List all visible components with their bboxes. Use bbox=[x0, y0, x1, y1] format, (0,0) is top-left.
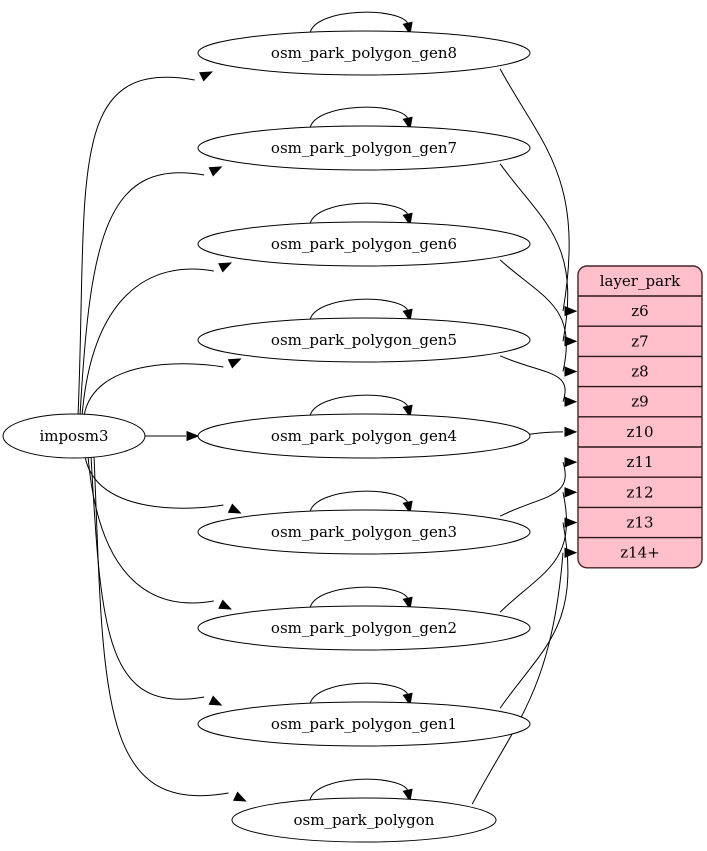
self-loop-edges bbox=[309, 11, 413, 803]
edge-source-to-gen5 bbox=[83, 363, 224, 417]
node-label-gen1: osm_park_polygon_gen1 bbox=[271, 715, 457, 733]
self-loop-base bbox=[309, 778, 409, 801]
edge-base-to-z14+ bbox=[471, 552, 564, 805]
node-label-base: osm_park_polygon bbox=[294, 811, 435, 829]
edge-source-to-gen6 bbox=[81, 268, 214, 417]
edge-arrowhead bbox=[227, 503, 242, 514]
node-gen1[interactable] bbox=[197, 701, 531, 747]
table-row-z14plus[interactable]: z14+ bbox=[620, 544, 660, 562]
self-loop-gen3 bbox=[309, 490, 409, 513]
node-base[interactable] bbox=[231, 797, 497, 843]
node-gen8[interactable] bbox=[197, 30, 531, 76]
edge-source-to-gen3 bbox=[84, 455, 224, 509]
source-node: imposm3 bbox=[2, 413, 146, 459]
edge-arrowhead bbox=[564, 426, 578, 438]
table-outline bbox=[577, 265, 703, 569]
node-gen4[interactable] bbox=[197, 413, 531, 459]
node-label-gen7: osm_park_polygon_gen7 bbox=[271, 139, 457, 157]
node-label-gen3: osm_park_polygon_gen3 bbox=[271, 523, 457, 541]
edge-source-to-base bbox=[93, 455, 229, 797]
table-row-z11[interactable]: z11 bbox=[627, 453, 654, 471]
edge-gen5-to-z9 bbox=[499, 355, 566, 402]
edge-gen1-to-z13 bbox=[499, 522, 569, 709]
edge-source-to-gen2 bbox=[87, 455, 214, 604]
edge-arrowhead bbox=[233, 791, 247, 802]
edge-arrowhead bbox=[218, 599, 233, 610]
edge-arrowhead bbox=[402, 500, 413, 515]
edge-source-to-gen1 bbox=[90, 455, 205, 700]
edge-arrowhead bbox=[564, 487, 578, 498]
edge-gen7-to-z7 bbox=[499, 163, 569, 342]
edge-arrowhead bbox=[564, 305, 578, 317]
edge-arrowhead bbox=[402, 212, 413, 227]
edge-arrowhead bbox=[402, 596, 413, 611]
edge-arrowhead bbox=[564, 396, 578, 407]
self-loop-gen7 bbox=[309, 106, 409, 129]
node-label-gen4: osm_park_polygon_gen4 bbox=[271, 427, 457, 445]
edge-arrowhead bbox=[218, 262, 233, 273]
edge-gen2-to-z12 bbox=[499, 492, 568, 613]
node-label-gen8: osm_park_polygon_gen8 bbox=[271, 44, 457, 62]
self-loop-gen8 bbox=[309, 11, 409, 34]
node-gen5[interactable] bbox=[197, 317, 531, 363]
edge-arrowhead bbox=[564, 517, 578, 528]
node-label-gen5: osm_park_polygon_gen5 bbox=[271, 331, 457, 349]
table-row-z10[interactable]: z10 bbox=[627, 423, 654, 441]
edge-arrowhead bbox=[564, 456, 578, 468]
edge-arrowhead bbox=[199, 71, 213, 82]
edge-arrowhead bbox=[402, 692, 413, 707]
edge-arrowhead bbox=[227, 358, 242, 369]
self-loop-gen2 bbox=[309, 586, 409, 609]
node-gen2[interactable] bbox=[197, 605, 531, 651]
edge-source-to-gen7 bbox=[79, 172, 205, 417]
edge-arrowhead bbox=[186, 430, 200, 442]
edge-arrowhead bbox=[564, 366, 578, 377]
self-loop-gen4 bbox=[309, 394, 409, 417]
edge-source-to-gen8 bbox=[77, 76, 195, 417]
edge-gen6-to-z8 bbox=[499, 259, 567, 372]
layer-park-table: layer_park z6 z7 z8 z9 z10 z11 z12 z13 z14+ bbox=[577, 265, 703, 569]
edge-arrowhead bbox=[564, 547, 578, 558]
edge-arrowhead bbox=[402, 21, 413, 36]
node-gen6[interactable] bbox=[197, 221, 531, 267]
edge-arrowhead bbox=[402, 788, 413, 803]
edges-to-table bbox=[471, 68, 578, 805]
edge-arrowhead bbox=[402, 308, 413, 323]
node-imposm3[interactable] bbox=[2, 413, 146, 459]
edge-arrowhead bbox=[402, 116, 413, 131]
self-loop-gen5 bbox=[309, 298, 409, 321]
edge-arrowhead bbox=[402, 404, 413, 419]
table-header-label: layer_park bbox=[600, 272, 681, 290]
edge-arrowhead bbox=[208, 695, 223, 706]
self-loop-gen6 bbox=[309, 202, 409, 225]
edge-arrowhead bbox=[564, 336, 578, 347]
node-label-gen6: osm_park_polygon_gen6 bbox=[271, 235, 457, 253]
table-row-z9[interactable]: z9 bbox=[631, 393, 648, 411]
edge-gen8-to-z6 bbox=[499, 68, 570, 312]
node-gen3[interactable] bbox=[197, 509, 531, 555]
edges-from-source bbox=[77, 71, 247, 802]
node-ellipses: osm_park_polygon_gen8 osm_park_polygon_ge… bbox=[197, 30, 531, 843]
node-label-imposm3: imposm3 bbox=[39, 427, 108, 445]
table-row-z7[interactable]: z7 bbox=[631, 332, 648, 350]
edge-gen3-to-z11 bbox=[499, 461, 566, 517]
table-row-z6[interactable]: z6 bbox=[631, 302, 648, 320]
self-loop-gen1 bbox=[309, 682, 409, 705]
node-gen7[interactable] bbox=[197, 125, 531, 171]
edge-arrowhead bbox=[208, 166, 223, 177]
table-row-z13[interactable]: z13 bbox=[627, 514, 654, 532]
table-row-z8[interactable]: z8 bbox=[631, 363, 648, 381]
node-label-gen2: osm_park_polygon_gen2 bbox=[271, 619, 457, 637]
table-row-z12[interactable]: z12 bbox=[627, 483, 654, 501]
